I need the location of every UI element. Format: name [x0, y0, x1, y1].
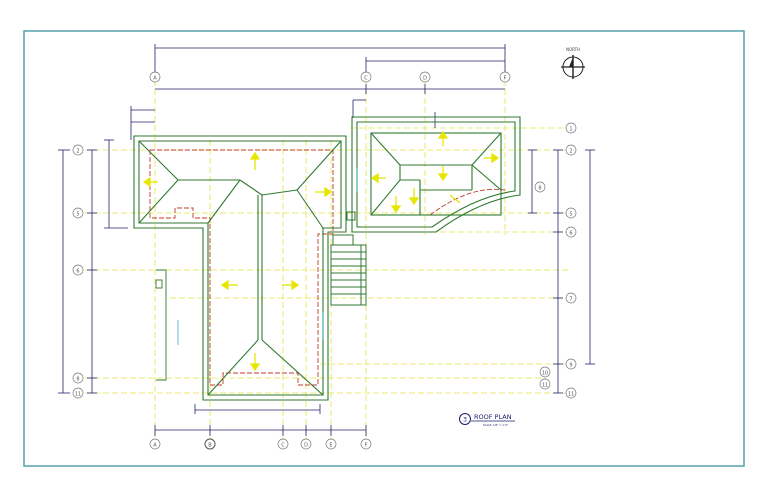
svg-text:8: 8: [538, 186, 541, 192]
svg-text:8: 8: [76, 377, 79, 383]
svg-text:D: D: [423, 76, 427, 82]
roof-main: [133, 135, 347, 401]
grid-tag-right: 5: [565, 207, 577, 219]
grid-tag-right: 2: [565, 144, 577, 156]
svg-text:C: C: [281, 443, 285, 449]
grid-bubbles-left: 2 5 6 8 11: [72, 144, 84, 399]
plan-title-block: 3 ROOF PLAN SCALE: 1/8" = 1'-0": [459, 413, 515, 427]
svg-text:B: B: [208, 443, 212, 449]
grid-tag-bottom: C: [277, 438, 289, 450]
grid-tag-right: 9: [565, 358, 577, 370]
grid-tag-inner: 8: [534, 181, 546, 193]
grid-tag-top: C: [360, 71, 372, 83]
svg-text:6: 6: [76, 269, 79, 275]
slope-arrows: [142, 130, 500, 372]
svg-text:11: 11: [542, 383, 548, 389]
grid-tag-top: A: [149, 71, 161, 83]
grid-tag-bottom: F: [360, 438, 372, 450]
grid-bubbles-right: 1 2 5 6 7 9 10 11 11: [539, 122, 577, 399]
roof-east-wing: [351, 116, 521, 233]
svg-text:A: A: [153, 443, 157, 449]
svg-text:7: 7: [569, 297, 572, 303]
svg-text:NORTH: NORTH: [566, 47, 580, 52]
svg-text:6: 6: [569, 231, 572, 237]
svg-text:2: 2: [569, 149, 572, 155]
svg-text:D: D: [304, 443, 308, 449]
stair: [330, 211, 367, 306]
svg-text:F: F: [365, 443, 368, 449]
grid-tag-right: 11: [565, 387, 577, 399]
left-dimensions: [58, 139, 128, 394]
grid-tag-bottom: E: [325, 438, 337, 450]
svg-text:A: A: [153, 76, 157, 82]
grid-tag-left: 5: [72, 207, 84, 219]
svg-text:2: 2: [76, 149, 79, 155]
grid-tag-top: F: [499, 71, 511, 83]
svg-text:5: 5: [569, 212, 572, 218]
svg-text:9: 9: [569, 363, 572, 369]
bottom-dimensions: [154, 404, 367, 436]
drawing-number-bubble: [459, 413, 471, 425]
grid-tag-top: D: [419, 71, 431, 83]
grid-tag-right: 11: [539, 378, 551, 390]
grid-tag-left: 11: [72, 387, 84, 399]
svg-text:1: 1: [569, 127, 572, 133]
grid-lines: [85, 80, 570, 440]
right-dimensions: [528, 149, 595, 394]
grid-bubbles-bottom: A B C D E F: [149, 438, 372, 450]
grid-tag-bottom: B: [204, 438, 216, 450]
grid-tag-left: 2: [72, 144, 84, 156]
svg-text:10: 10: [542, 371, 548, 377]
north-arrow: NORTH: [561, 47, 585, 79]
top-dimensions: [130, 44, 506, 140]
sheet-border: [23, 30, 745, 467]
grid-tag-bottom: D: [300, 438, 312, 450]
svg-text:F: F: [504, 76, 507, 82]
grid-bubbles-top: A C D F: [149, 71, 511, 83]
svg-text:C: C: [364, 76, 368, 82]
svg-text:11: 11: [75, 392, 81, 398]
grid-tag-bottom: A: [149, 438, 161, 450]
grid-tag-right: 6: [565, 226, 577, 238]
drawing-number: 3: [463, 417, 467, 424]
wall-stubs: [155, 269, 167, 381]
grid-tag-right: 7: [565, 292, 577, 304]
cyan-notes: [177, 168, 358, 345]
plan-scale: SCALE: 1/8" = 1'-0": [483, 423, 508, 427]
svg-text:5: 5: [76, 212, 79, 218]
svg-text:11: 11: [568, 392, 574, 398]
grid-tag-left: 6: [72, 264, 84, 276]
grid-tag-right: 10: [539, 366, 551, 378]
plan-title: ROOF PLAN: [474, 413, 512, 421]
grid-tag-right: 1: [565, 122, 577, 134]
svg-text:E: E: [329, 443, 332, 449]
grid-tag-left: 8: [72, 372, 84, 384]
grid-bubbles-inner: 8: [534, 181, 546, 193]
